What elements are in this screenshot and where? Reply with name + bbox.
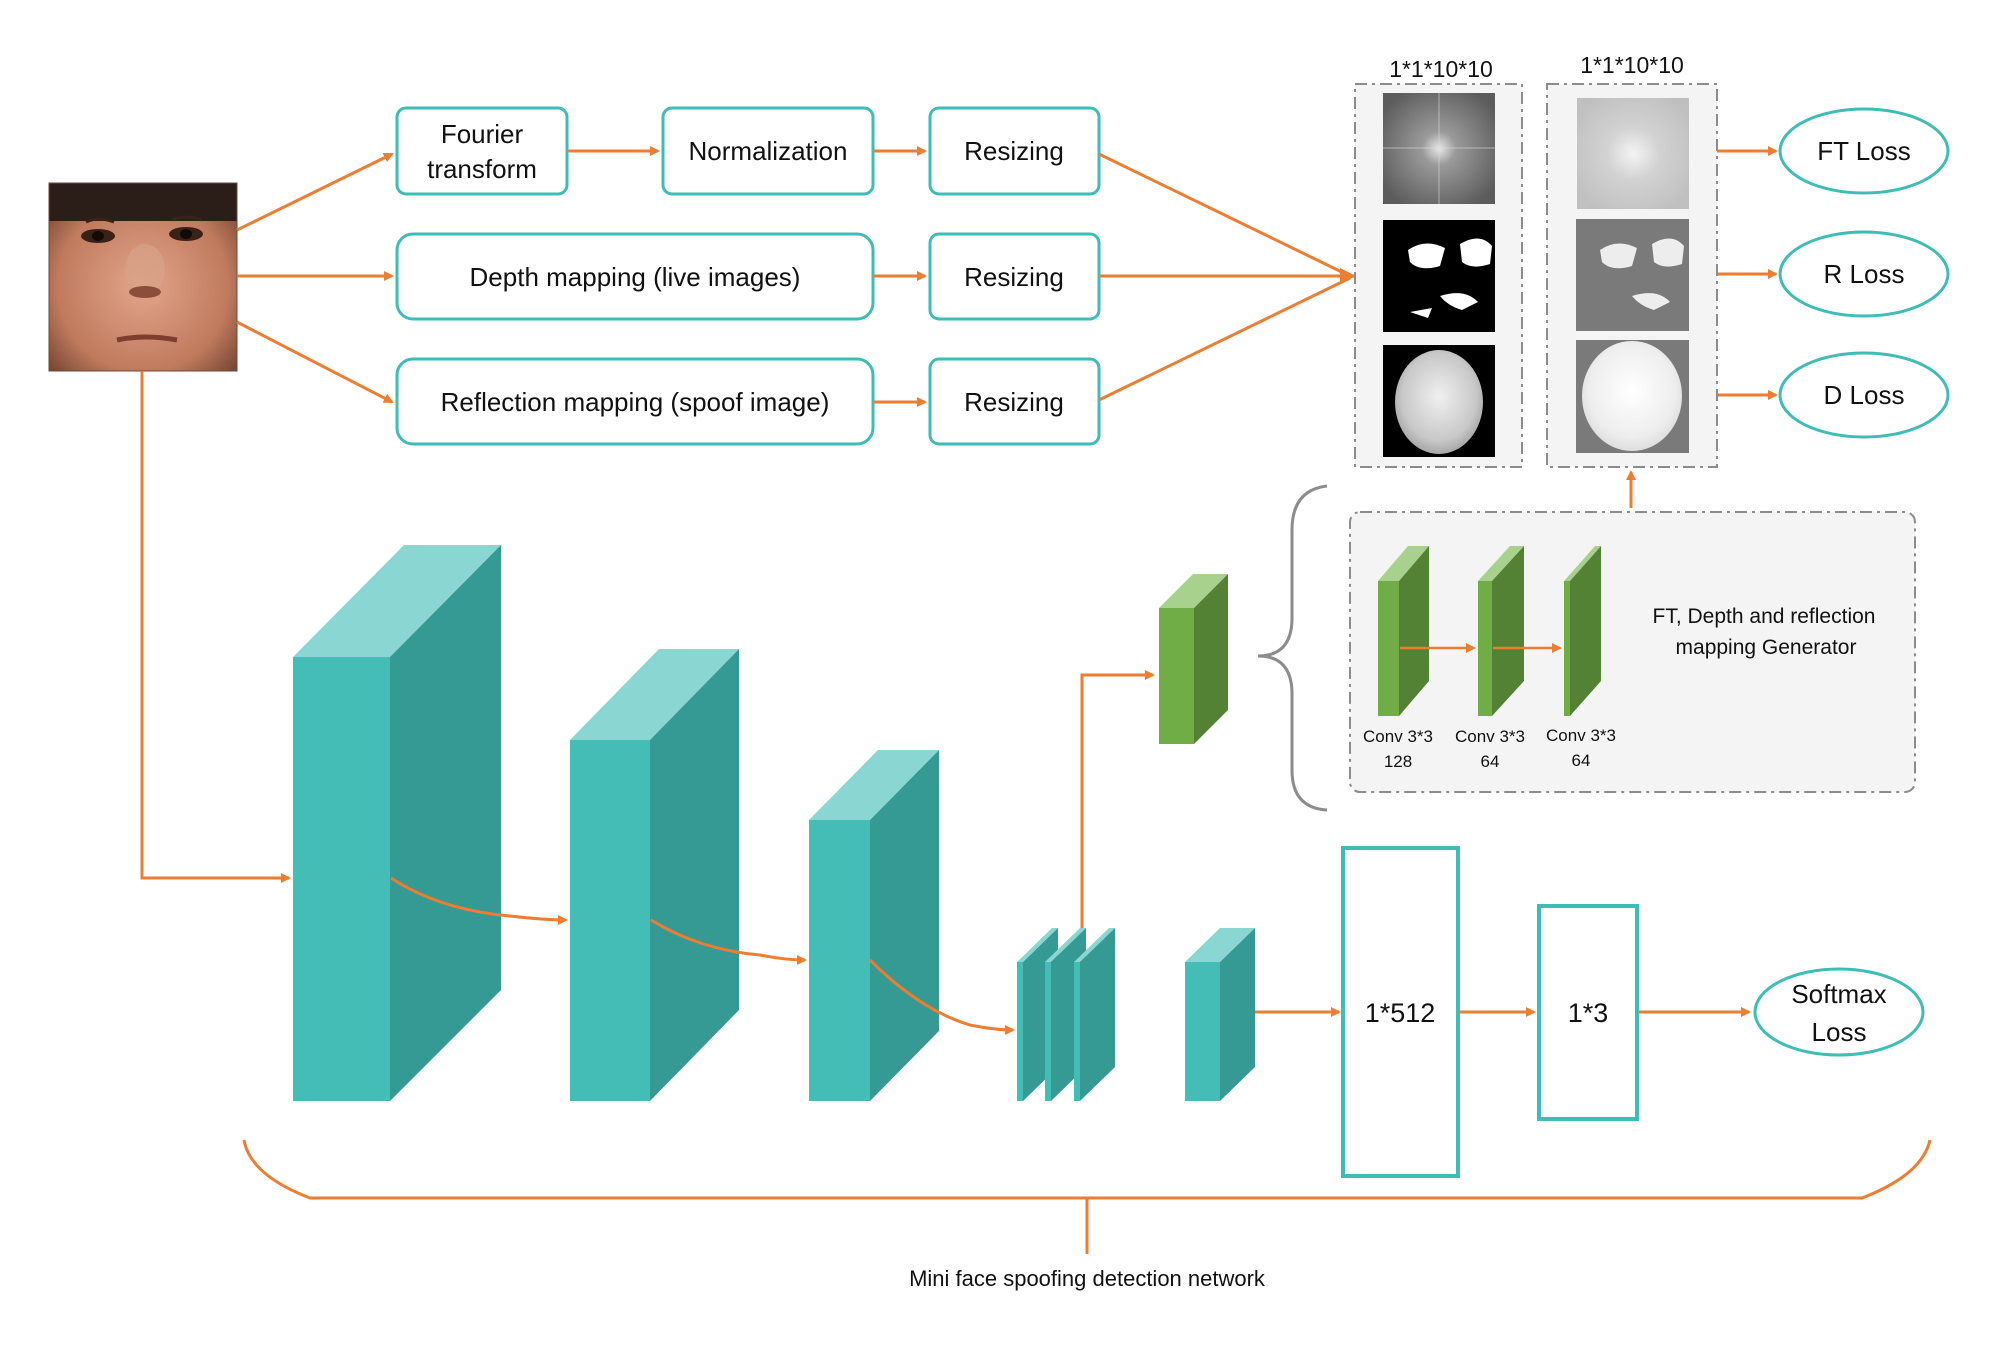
gen-conv1-channels: 128 [1384, 752, 1412, 771]
gen-conv3-label: Conv 3*3 [1546, 726, 1616, 745]
map-panel-left: 1*1*10*10 [1354, 56, 1523, 468]
svg-text:Resizing: Resizing [964, 387, 1064, 417]
fc-512-box: 1*512 [1341, 846, 1460, 1178]
map-panel-right: 1*1*10*10 [1546, 52, 1718, 468]
reflection-map-image [1383, 220, 1495, 332]
gen-conv1-front [1378, 581, 1399, 716]
resizing-box-2: Resizing [928, 232, 1101, 321]
svg-text:Resizing: Resizing [964, 262, 1064, 292]
map-size-label-right: 1*1*10*10 [1580, 52, 1684, 78]
d-loss: D Loss [1778, 351, 1950, 439]
pipeline-arrows [140, 146, 1778, 883]
generator-brace [1257, 484, 1328, 812]
generated-reflection-map-image [1576, 219, 1689, 331]
cnn-block-5 [1185, 928, 1255, 1101]
gen-conv3-side [1570, 546, 1601, 716]
softmax-loss: Softmax Loss [1753, 967, 1925, 1057]
network-label: Mini face spoofing detection network [909, 1266, 1266, 1291]
gen-conv2-front [1478, 581, 1492, 716]
gen-conv1-top [1378, 546, 1429, 581]
normalization-box: Normalization [661, 106, 875, 196]
svg-text:1*3: 1*3 [1568, 998, 1609, 1028]
cnn-block-4c [1074, 928, 1115, 1101]
svg-text:Resizing: Resizing [964, 136, 1064, 166]
svg-text:Reflection mapping (spoof imag: Reflection mapping (spoof image) [441, 387, 830, 417]
svg-text:D Loss: D Loss [1824, 380, 1905, 410]
input-face-image [48, 182, 238, 372]
svg-text:Normalization: Normalization [689, 136, 848, 166]
generator-title-line1: FT, Depth and reflection [1653, 605, 1876, 628]
svg-text:1*512: 1*512 [1365, 998, 1436, 1028]
svg-text:Fourier: Fourier [441, 119, 524, 149]
branch-block [1159, 574, 1228, 744]
gen-conv3-top [1564, 546, 1601, 581]
svg-text:Softmax: Softmax [1791, 979, 1886, 1009]
network-arrows [390, 670, 1751, 1035]
svg-text:R Loss: R Loss [1824, 259, 1905, 289]
generator-title-line2: mapping Generator [1676, 636, 1857, 659]
fc-3-box: 1*3 [1537, 904, 1639, 1121]
cnn-block-3 [809, 750, 939, 1101]
resizing-box-3: Resizing [928, 357, 1101, 446]
cnn-block-1 [293, 545, 501, 1101]
r-loss: R Loss [1778, 230, 1950, 318]
cnn-block-2 [570, 649, 739, 1101]
gen-conv3-channels: 64 [1572, 751, 1591, 770]
map-size-label-left: 1*1*10*10 [1389, 56, 1493, 82]
generator-panel: Conv 3*3 128 Conv 3*3 64 Conv 3*3 64 FT,… [1349, 511, 1916, 793]
gen-conv2-label: Conv 3*3 [1455, 727, 1525, 746]
resizing-box-1: Resizing [928, 106, 1101, 196]
network-brace [242, 1139, 1932, 1254]
gen-conv3-front [1564, 581, 1570, 716]
svg-text:FT Loss: FT Loss [1817, 136, 1910, 166]
reflection-mapping-box: Reflection mapping (spoof image) [395, 357, 875, 446]
gen-conv1-side [1399, 546, 1429, 716]
svg-text:transform: transform [427, 154, 537, 184]
gen-conv1-label: Conv 3*3 [1363, 727, 1433, 746]
ft-loss: FT Loss [1778, 107, 1950, 195]
gen-conv2-top [1478, 546, 1524, 581]
generated-ft-map-image [1577, 98, 1689, 209]
gen-conv2-side [1492, 546, 1524, 716]
svg-text:Depth mapping (live images): Depth mapping (live images) [470, 262, 801, 292]
gen-conv2-channels: 64 [1481, 752, 1500, 771]
fourier-transform-box: Fourier transform [395, 106, 569, 196]
depth-mapping-box: Depth mapping (live images) [395, 232, 875, 321]
svg-text:Loss: Loss [1812, 1017, 1867, 1047]
